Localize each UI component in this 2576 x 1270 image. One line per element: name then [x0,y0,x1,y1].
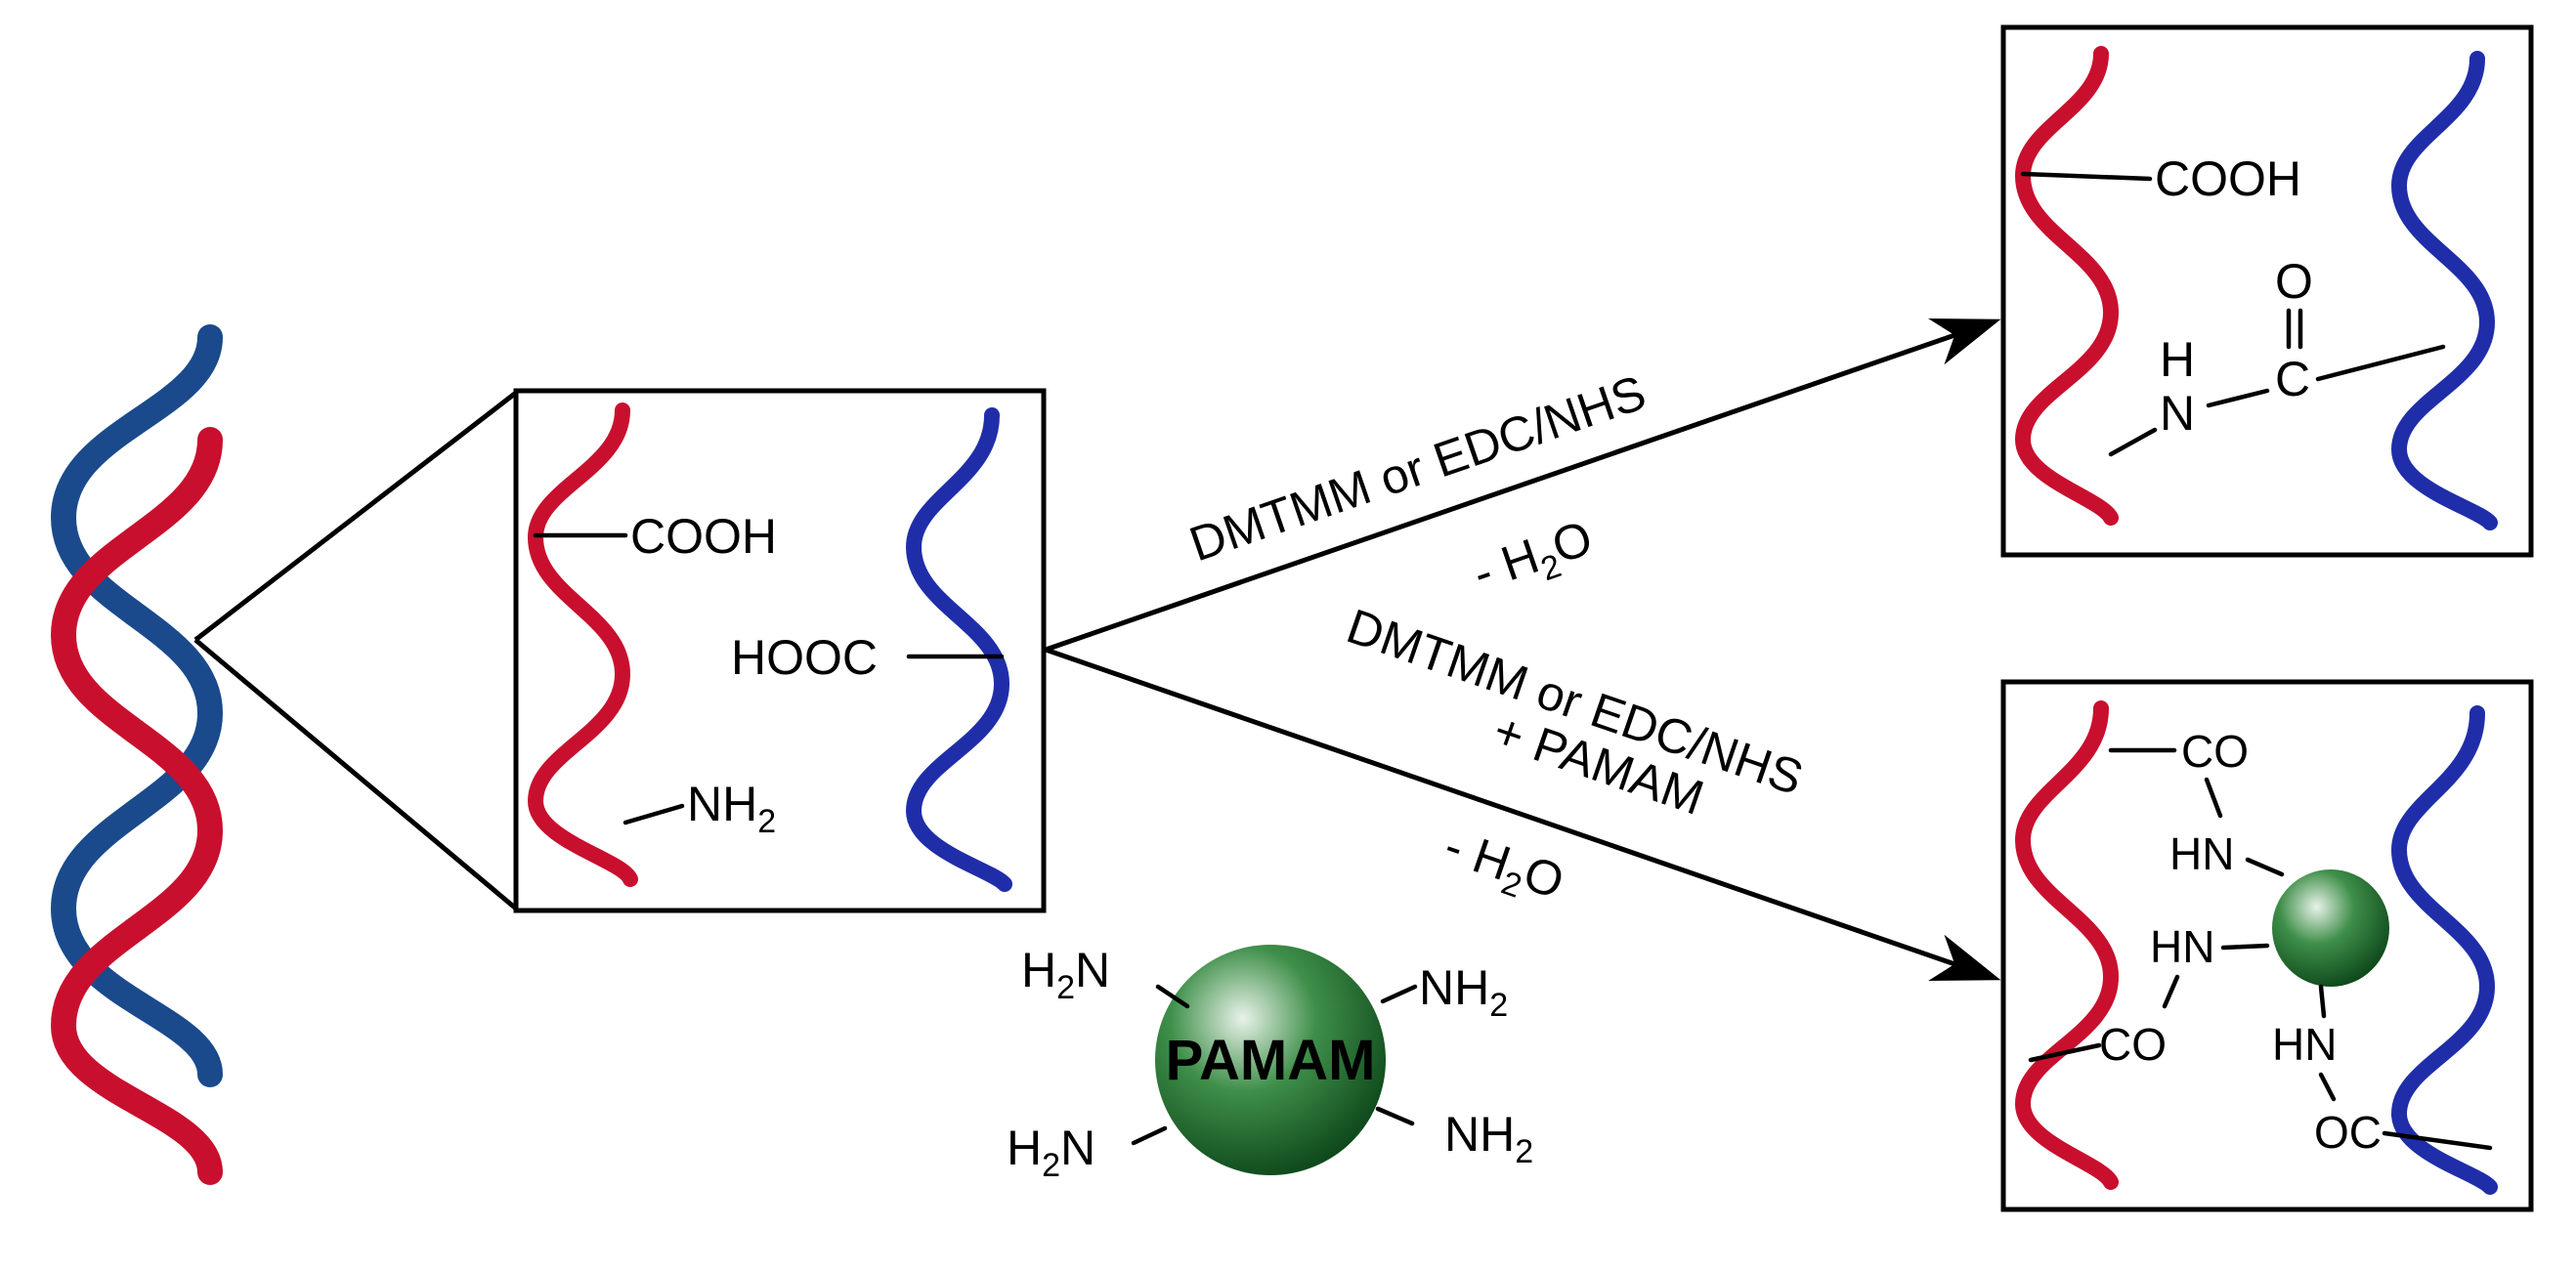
label-h2n-topleft: H2N [1021,943,1110,1006]
label-nh2-bottomright: NH2 [1444,1107,1533,1170]
helix-strand-red [50,427,224,1185]
label-n-amide: N [2160,386,2195,441]
label-hn-left: HN [2150,921,2214,972]
bond-hn-sphere-left [2220,943,2270,951]
product-box-top-frame [2000,24,2534,558]
label-oc-bottom: OC [2314,1107,2382,1158]
upper-byproduct-label: - H2O [1466,510,1602,610]
product-bottom-strand-red [2014,700,2120,1190]
middle-strand-red [527,402,638,887]
bond-co-red-left [2028,1042,2102,1063]
product-top-strand-red [2014,46,2120,526]
zoom-line-top [193,391,518,642]
label-nh2-middle: NH2 [687,777,776,840]
bond-cooh-product [2020,171,2153,182]
label-co-top: CO [2181,726,2249,777]
label-co-left: CO [2099,1019,2167,1070]
product-top-strand-blue [2390,51,2498,530]
pamam-label: PAMAM [1166,1029,1376,1092]
pamam-sphere-small [2272,869,2389,987]
bond-hn-oc-bottom [2318,1072,2337,1102]
zoom-line-bottom [193,638,518,910]
bond-pamam-bottomleft [1131,1125,1168,1146]
bond-c-strand [2315,344,2446,382]
label-cooh-product: COOH [2155,151,2301,206]
bond-pamam-topright [1380,984,1418,1004]
bond-sphere-hn-bottom [2318,984,2327,1019]
label-cooh-middle: COOH [630,509,777,564]
bond-pamam-bottomright [1375,1106,1415,1126]
label-hooc-middle: HOOC [731,630,878,685]
label-hn-top: HN [2169,828,2234,879]
functionalized-strands-box: COOH HOOC NH2 [513,388,1047,913]
box-frame [513,388,1047,913]
pamam-dendrimer: PAMAM H2N NH2 H2N NH2 [1007,943,1533,1184]
bond-ring-to-n [2108,427,2158,457]
pamam-crosslinked-box: CO HN HN CO HN OC [2000,679,2534,1212]
product-box-bottom-frame [2000,679,2534,1212]
bond-n-c [2206,388,2270,408]
middle-strand-blue [905,407,1012,892]
label-hn-bottom: HN [2272,1019,2337,1070]
bond-hn-sphere-top [2245,857,2285,877]
label-o-amide: O [2275,254,2313,309]
bond-co-hn-top [2204,777,2223,819]
bond-nh2-middle [623,803,685,826]
pamam-sphere [1155,945,1386,1175]
bond-oc-blue [2382,1130,2493,1151]
bond-pamam-topleft [1155,984,1190,1009]
label-c-amide: C [2275,352,2310,406]
bond-hn-co-left [2162,974,2180,1009]
label-h2n-bottomleft: H2N [1007,1121,1095,1184]
amide-crosslinked-box: COOH H N C O [2000,24,2534,558]
product-bottom-strand-blue [2390,705,2498,1195]
double-helix [50,324,224,1185]
arrow-lower [1045,647,2001,982]
arrow-upper [1045,318,2001,653]
label-h-amide: H [2160,332,2195,387]
label-nh2-topright: NH2 [1419,960,1508,1024]
lower-byproduct-label: - H2O [1435,818,1570,917]
